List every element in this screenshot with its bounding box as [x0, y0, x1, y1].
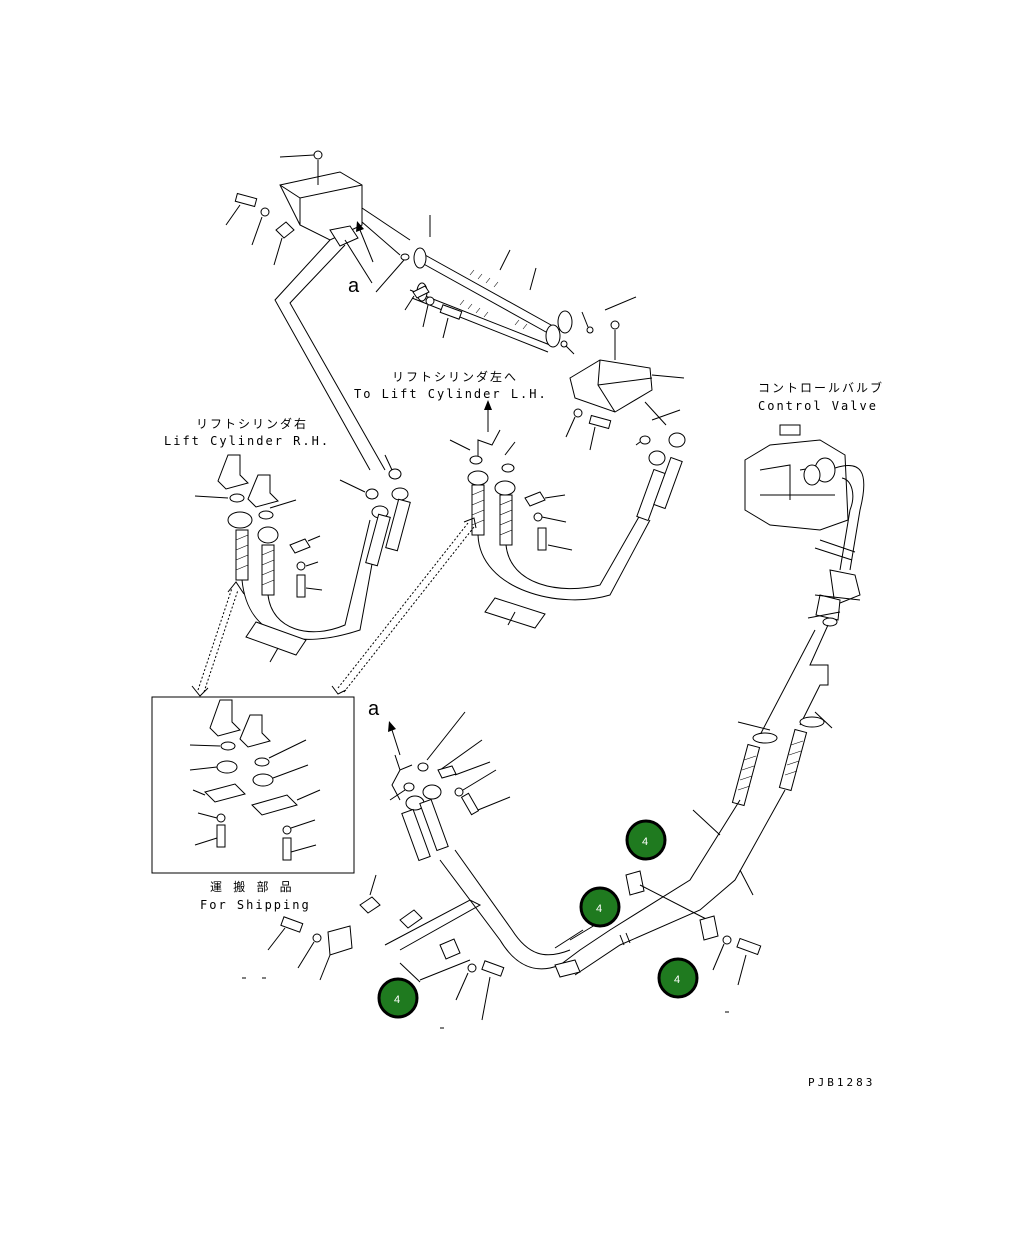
callout-number: 4 [596, 903, 602, 915]
top-bracket-assembly [225, 150, 411, 284]
detail-a-label-top: a [348, 275, 360, 297]
callout-markers: 4 4 4 4 [377, 819, 699, 1019]
clamp-parts [242, 870, 762, 1029]
lift-cylinder-rh-en-label: Lift Cylinder R.H. [164, 434, 330, 448]
lift-cylinder-rh-jp-label: リフトシリンダ右 [196, 416, 308, 431]
callout-number: 4 [674, 974, 680, 986]
double-arrows [191, 517, 477, 697]
control-valve-jp-label: コントロールバルブ [758, 380, 884, 395]
shipping-box [151, 696, 355, 874]
direction-arrows [356, 221, 492, 756]
control-valve-pipe [559, 569, 861, 976]
drawing-code-label: PJB1283 [808, 1076, 875, 1089]
callout-number: 4 [642, 836, 648, 848]
lift-cylinder-lh-jp-label: リフトシリンダ左へ [392, 369, 518, 384]
rh-feed-pipe [274, 239, 402, 500]
callout-marker[interactable]: 4 [625, 819, 667, 861]
detail-a-label-mid: a [368, 698, 380, 720]
lift-cylinder-rh-group [194, 454, 411, 663]
detail-a-pipe [389, 711, 601, 978]
shipping-en-label: For Shipping [200, 898, 311, 912]
right-bracket-assembly [560, 296, 685, 451]
callout-number: 4 [394, 994, 400, 1006]
callout-marker[interactable]: 4 [377, 977, 419, 1019]
callout-marker[interactable]: 4 [579, 886, 621, 928]
labels: a リフトシリンダ左へ To Lift Cylinder L.H. リフトシリン… [164, 275, 884, 1089]
control-valve [744, 424, 865, 571]
control-valve-en-label: Control Valve [758, 399, 878, 413]
top-pipes [375, 215, 573, 353]
lift-cylinder-lh-group [449, 429, 686, 629]
shipping-jp-label: 運 搬 部 品 [210, 879, 294, 894]
lift-cylinder-lh-en-label: To Lift Cylinder L.H. [354, 387, 548, 401]
callout-marker[interactable]: 4 [657, 957, 699, 999]
